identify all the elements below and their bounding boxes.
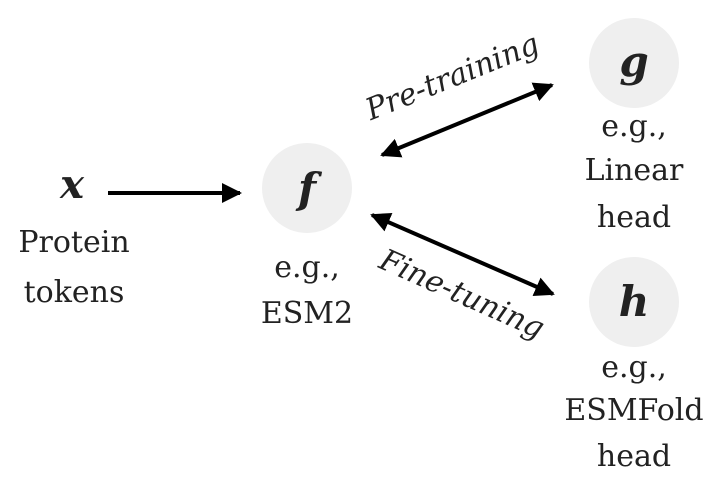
node-f-label-line-1: e.g., — [274, 250, 340, 285]
edge-label-finetuning: Fine-tuning — [373, 242, 549, 346]
node-h-label-line-2: ESMFold — [564, 393, 703, 428]
arrow-f-g-pretraining — [380, 82, 554, 158]
node-g-label-line-3: head — [597, 200, 671, 235]
node-h-symbol: h — [619, 277, 650, 326]
node-f: f e.g., ESM2 — [261, 143, 353, 331]
node-x-label-line-1: Protein — [18, 225, 129, 260]
node-g: g e.g., Linear head — [585, 18, 684, 235]
node-g-circle — [589, 18, 679, 108]
node-g-symbol: g — [619, 37, 648, 86]
node-x-symbol: x — [59, 161, 85, 208]
edge-label-pretraining: Pre-training — [360, 27, 544, 129]
arrow-f-h-finetuning — [370, 213, 555, 296]
node-h: h e.g., ESMFold head — [564, 257, 704, 474]
node-f-label-line-2: ESM2 — [261, 296, 353, 331]
node-x-label-line-2: tokens — [24, 275, 125, 310]
node-h-label-line-1: e.g., — [601, 350, 667, 385]
node-f-circle — [262, 143, 352, 233]
node-h-circle — [589, 257, 679, 347]
node-g-label-line-2: Linear — [585, 153, 684, 188]
node-h-label-line-3: head — [597, 439, 671, 474]
node-g-label-line-1: e.g., — [601, 109, 667, 144]
node-x: x Protein tokens — [18, 161, 129, 310]
